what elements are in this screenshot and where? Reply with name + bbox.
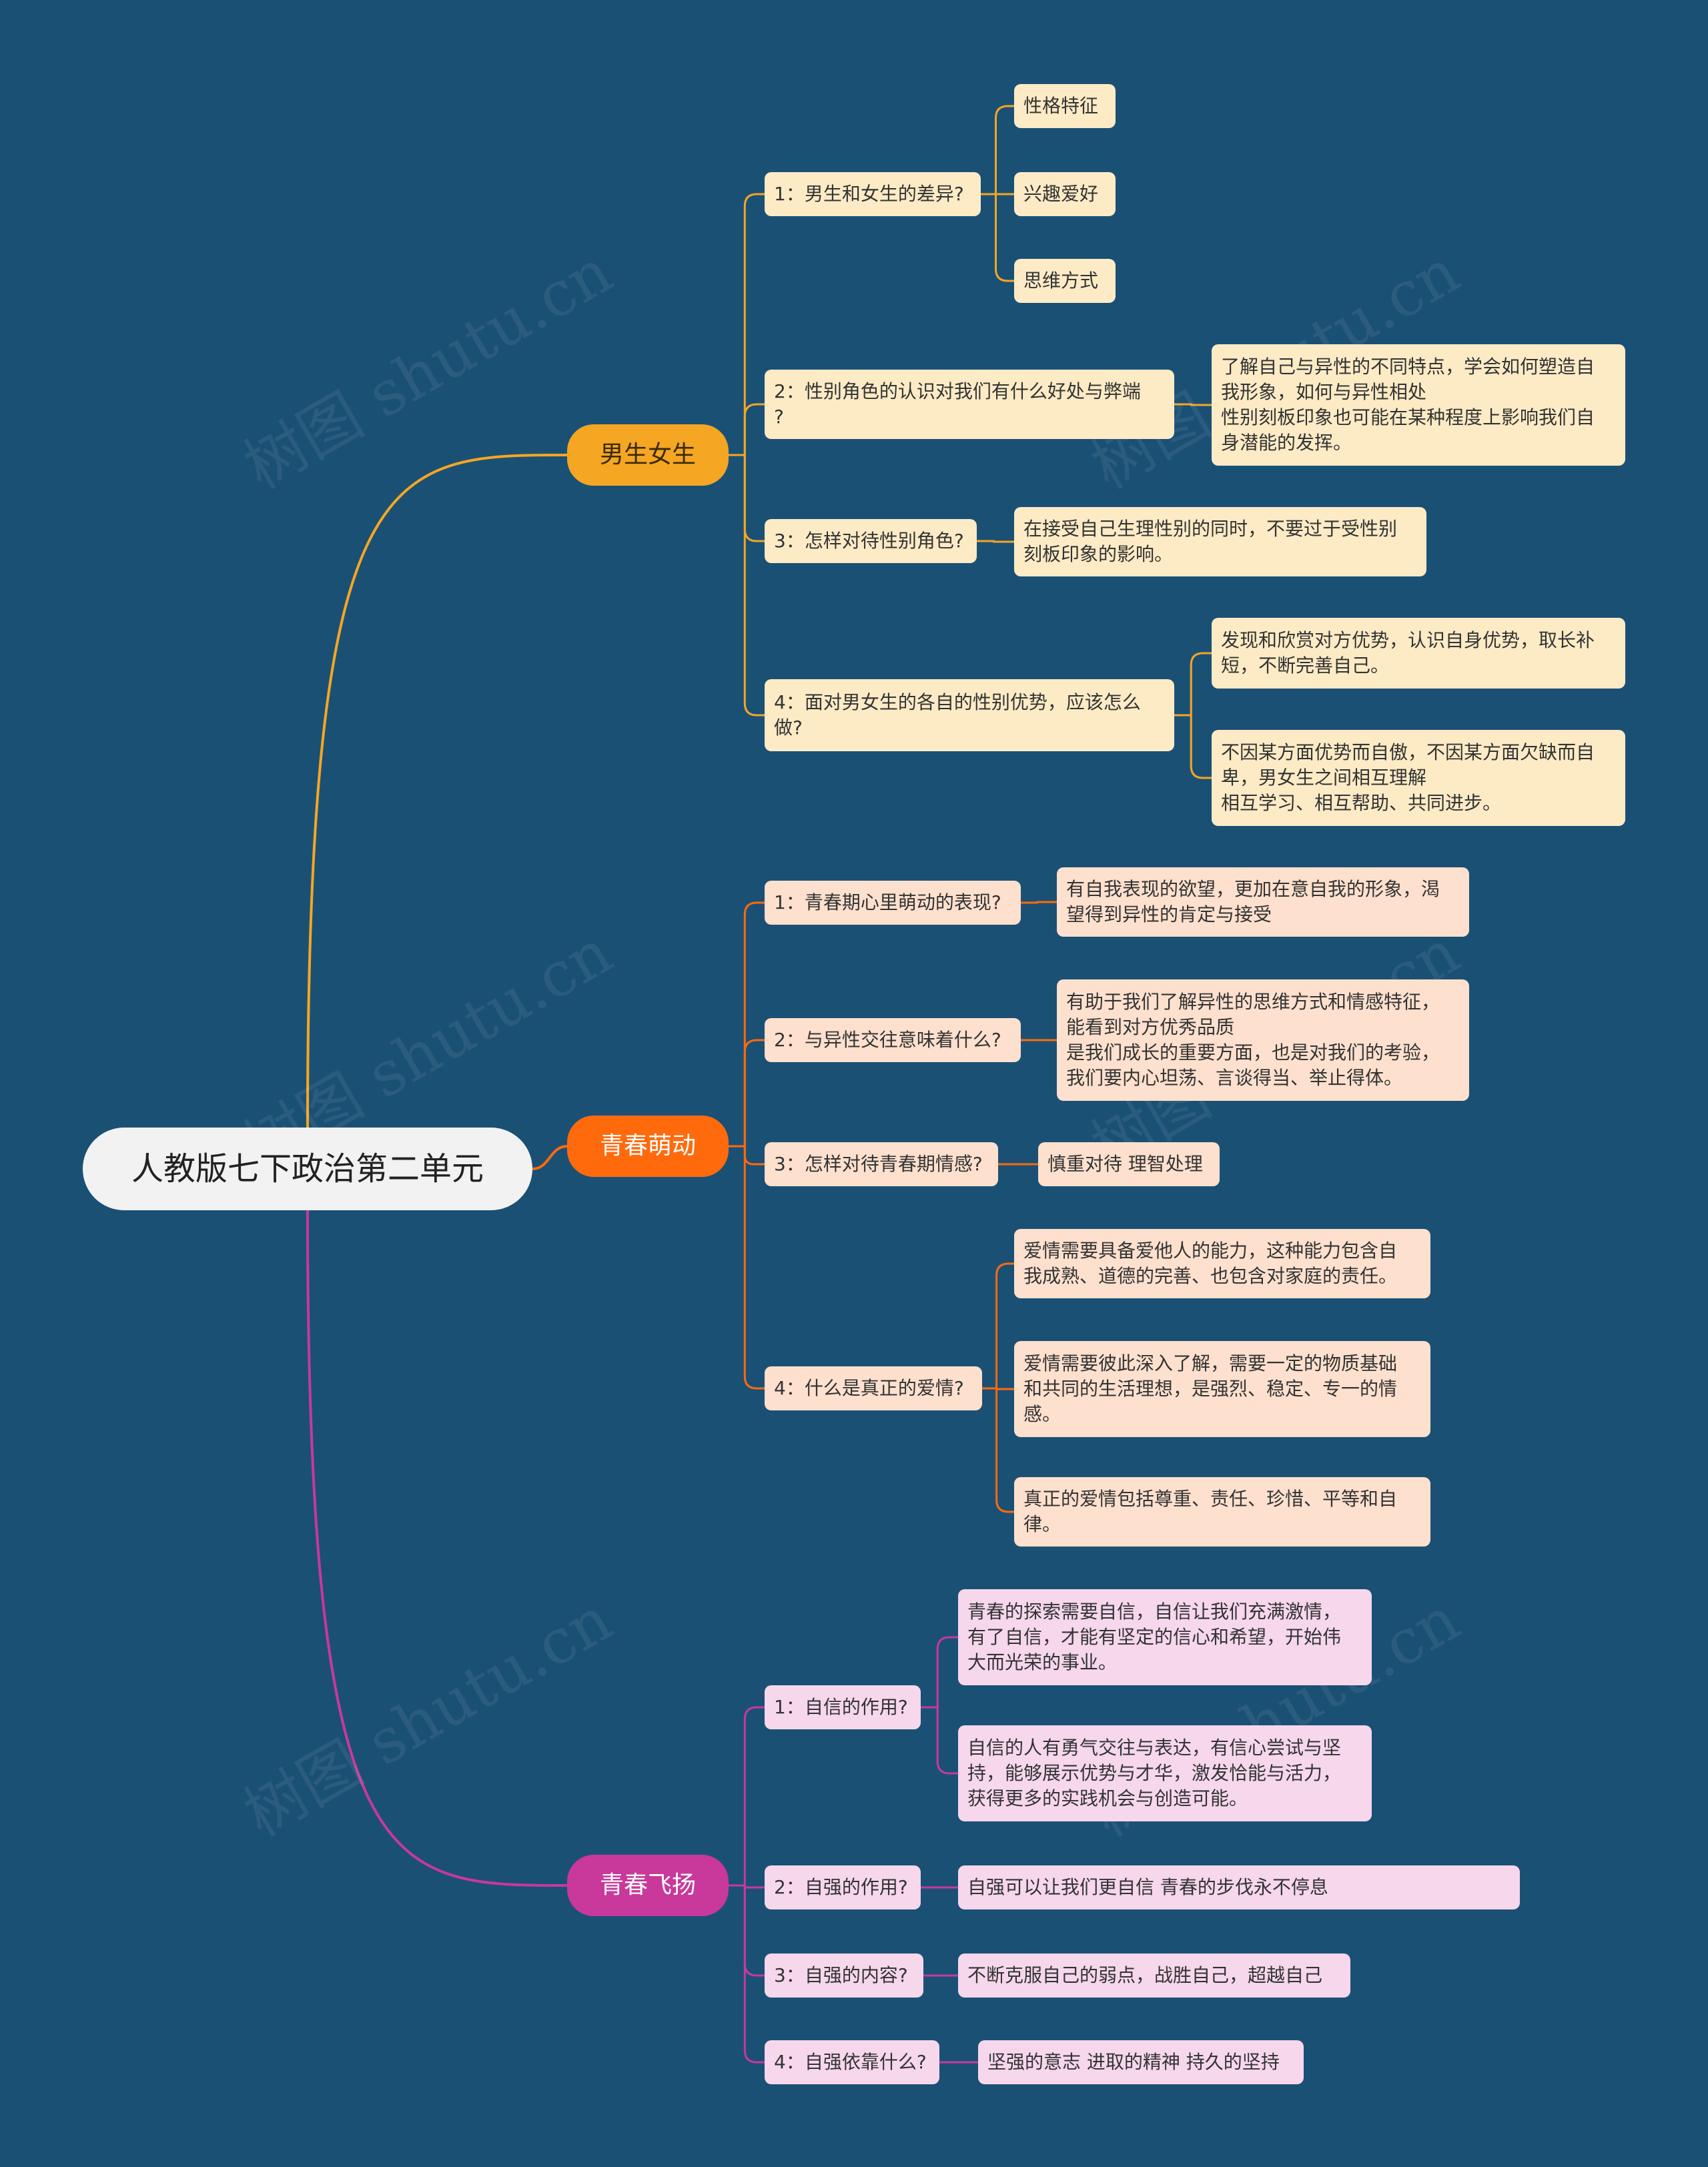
branch-topic[interactable]: 青春飞扬 (567, 1855, 729, 1916)
question-topic[interactable]: 4：自强依靠什么? (765, 2040, 939, 2084)
answer-topic[interactable]: 坚强的意志 进取的精神 持久的坚持 (978, 2040, 1304, 2084)
answer-topic[interactable]: 了解自己与异性的不同特点，学会如何塑造自 我形象，如何与异性相处 性别刻板印象也… (1212, 344, 1625, 466)
answer-topic[interactable]: 不因某方面优势而自傲，不因某方面欠缺而自 卑，男女生之间相互理解 相互学习、相互… (1212, 730, 1625, 826)
link-branch-question (729, 454, 765, 717)
answer-topic[interactable]: 自强可以让我们更自信 青春的步伐永不停息 (958, 1865, 1520, 1909)
answer-topic[interactable]: 青春的探索需要自信，自信让我们充满激情， 有了自信，才能有坚定的信心和希望，开始… (958, 1589, 1372, 1685)
answer-topic[interactable]: 思维方式 (1014, 259, 1116, 303)
link-branch-question (729, 1145, 765, 1166)
question-topic[interactable]: 1：自信的作用? (765, 1685, 921, 1729)
link-question-answer (921, 1636, 958, 1709)
answer-topic[interactable]: 有助于我们了解异性的思维方式和情感特征， 能看到对方优秀品质 是我们成长的重要方… (1057, 979, 1469, 1101)
link-question-answer (1174, 714, 1212, 779)
link-question-answer (977, 540, 1014, 543)
link-branch-question (729, 901, 765, 1148)
question-topic[interactable]: 2：与异性交往意味着什么? (765, 1018, 1021, 1062)
link-branch-question (729, 1145, 765, 1390)
question-topic[interactable]: 1：青春期心里萌动的表现? (765, 881, 1021, 925)
link-root-branch (532, 1145, 568, 1170)
link-question-answer (1174, 652, 1212, 717)
question-topic[interactable]: 4：什么是真正的爱情? (765, 1366, 982, 1410)
question-topic[interactable]: 2：自强的作用? (765, 1865, 921, 1909)
answer-topic[interactable]: 发现和欣赏对方优势，认识自身优势，取长补 短，不断完善自己。 (1212, 618, 1625, 689)
root-topic[interactable]: 人教版七下政治第二单元 (83, 1128, 532, 1210)
question-topic[interactable]: 4：面对男女生的各自的性别优势，应该怎么 做? (765, 679, 1174, 751)
link-root-branch (306, 1210, 568, 1887)
link-branch-question (729, 1884, 765, 2064)
answer-topic[interactable]: 在接受自己生理性别的同时，不要过于受性别 刻板印象的影响。 (1014, 507, 1426, 576)
question-topic[interactable]: 3：自强的内容? (765, 1954, 923, 1998)
link-question-answer (982, 1262, 1014, 1390)
branch-topic[interactable]: 男生女生 (567, 424, 729, 486)
link-branch-question (729, 1706, 765, 1887)
link-question-answer (921, 1706, 958, 1775)
answer-topic[interactable]: 慎重对待 理智处理 (1038, 1142, 1220, 1186)
link-question-answer (981, 105, 1014, 195)
link-branch-question (729, 454, 765, 542)
link-question-answer (1174, 403, 1212, 406)
question-topic[interactable]: 1：男生和女生的差异? (765, 172, 981, 216)
answer-topic[interactable]: 兴趣爱好 (1014, 172, 1116, 216)
link-branch-question (729, 1039, 765, 1148)
answer-topic[interactable]: 性格特征 (1014, 84, 1116, 128)
answer-topic[interactable]: 不断克服自己的弱点，战胜自己，超越自己 (958, 1954, 1350, 1998)
answer-topic[interactable]: 真正的爱情包括尊重、责任、珍惜、平等和自 律。 (1014, 1477, 1430, 1547)
link-branch-question (729, 1884, 765, 1977)
link-question-answer (982, 1387, 1014, 1513)
link-branch-question (729, 193, 765, 456)
answer-topic[interactable]: 自信的人有勇气交往与表达，有信心尝试与坚 持，能够展示优势与才华，激发恰能与活力… (958, 1725, 1372, 1821)
question-topic[interactable]: 2：性别角色的认识对我们有什么好处与弊端 ? (765, 370, 1174, 439)
branch-topic[interactable]: 青春萌动 (567, 1116, 729, 1177)
link-root-branch (306, 454, 568, 1128)
link-question-answer (1021, 901, 1057, 904)
question-topic[interactable]: 3：怎样对待青春期情感? (765, 1142, 998, 1186)
answer-topic[interactable]: 爱情需要具备爱他人的能力，这种能力包含自 我成熟、道德的完善、也包含对家庭的责任… (1014, 1229, 1430, 1298)
link-branch-question (729, 403, 765, 456)
answer-topic[interactable]: 有自我表现的欲望，更加在意自我的形象，渴 望得到异性的肯定与接受 (1057, 867, 1469, 937)
question-topic[interactable]: 3：怎样对待性别角色? (765, 519, 977, 563)
answer-topic[interactable]: 爱情需要彼此深入了解，需要一定的物质基础 和共同的生活理想，是强烈、稳定、专一的… (1014, 1341, 1430, 1437)
link-question-answer (981, 193, 1014, 282)
